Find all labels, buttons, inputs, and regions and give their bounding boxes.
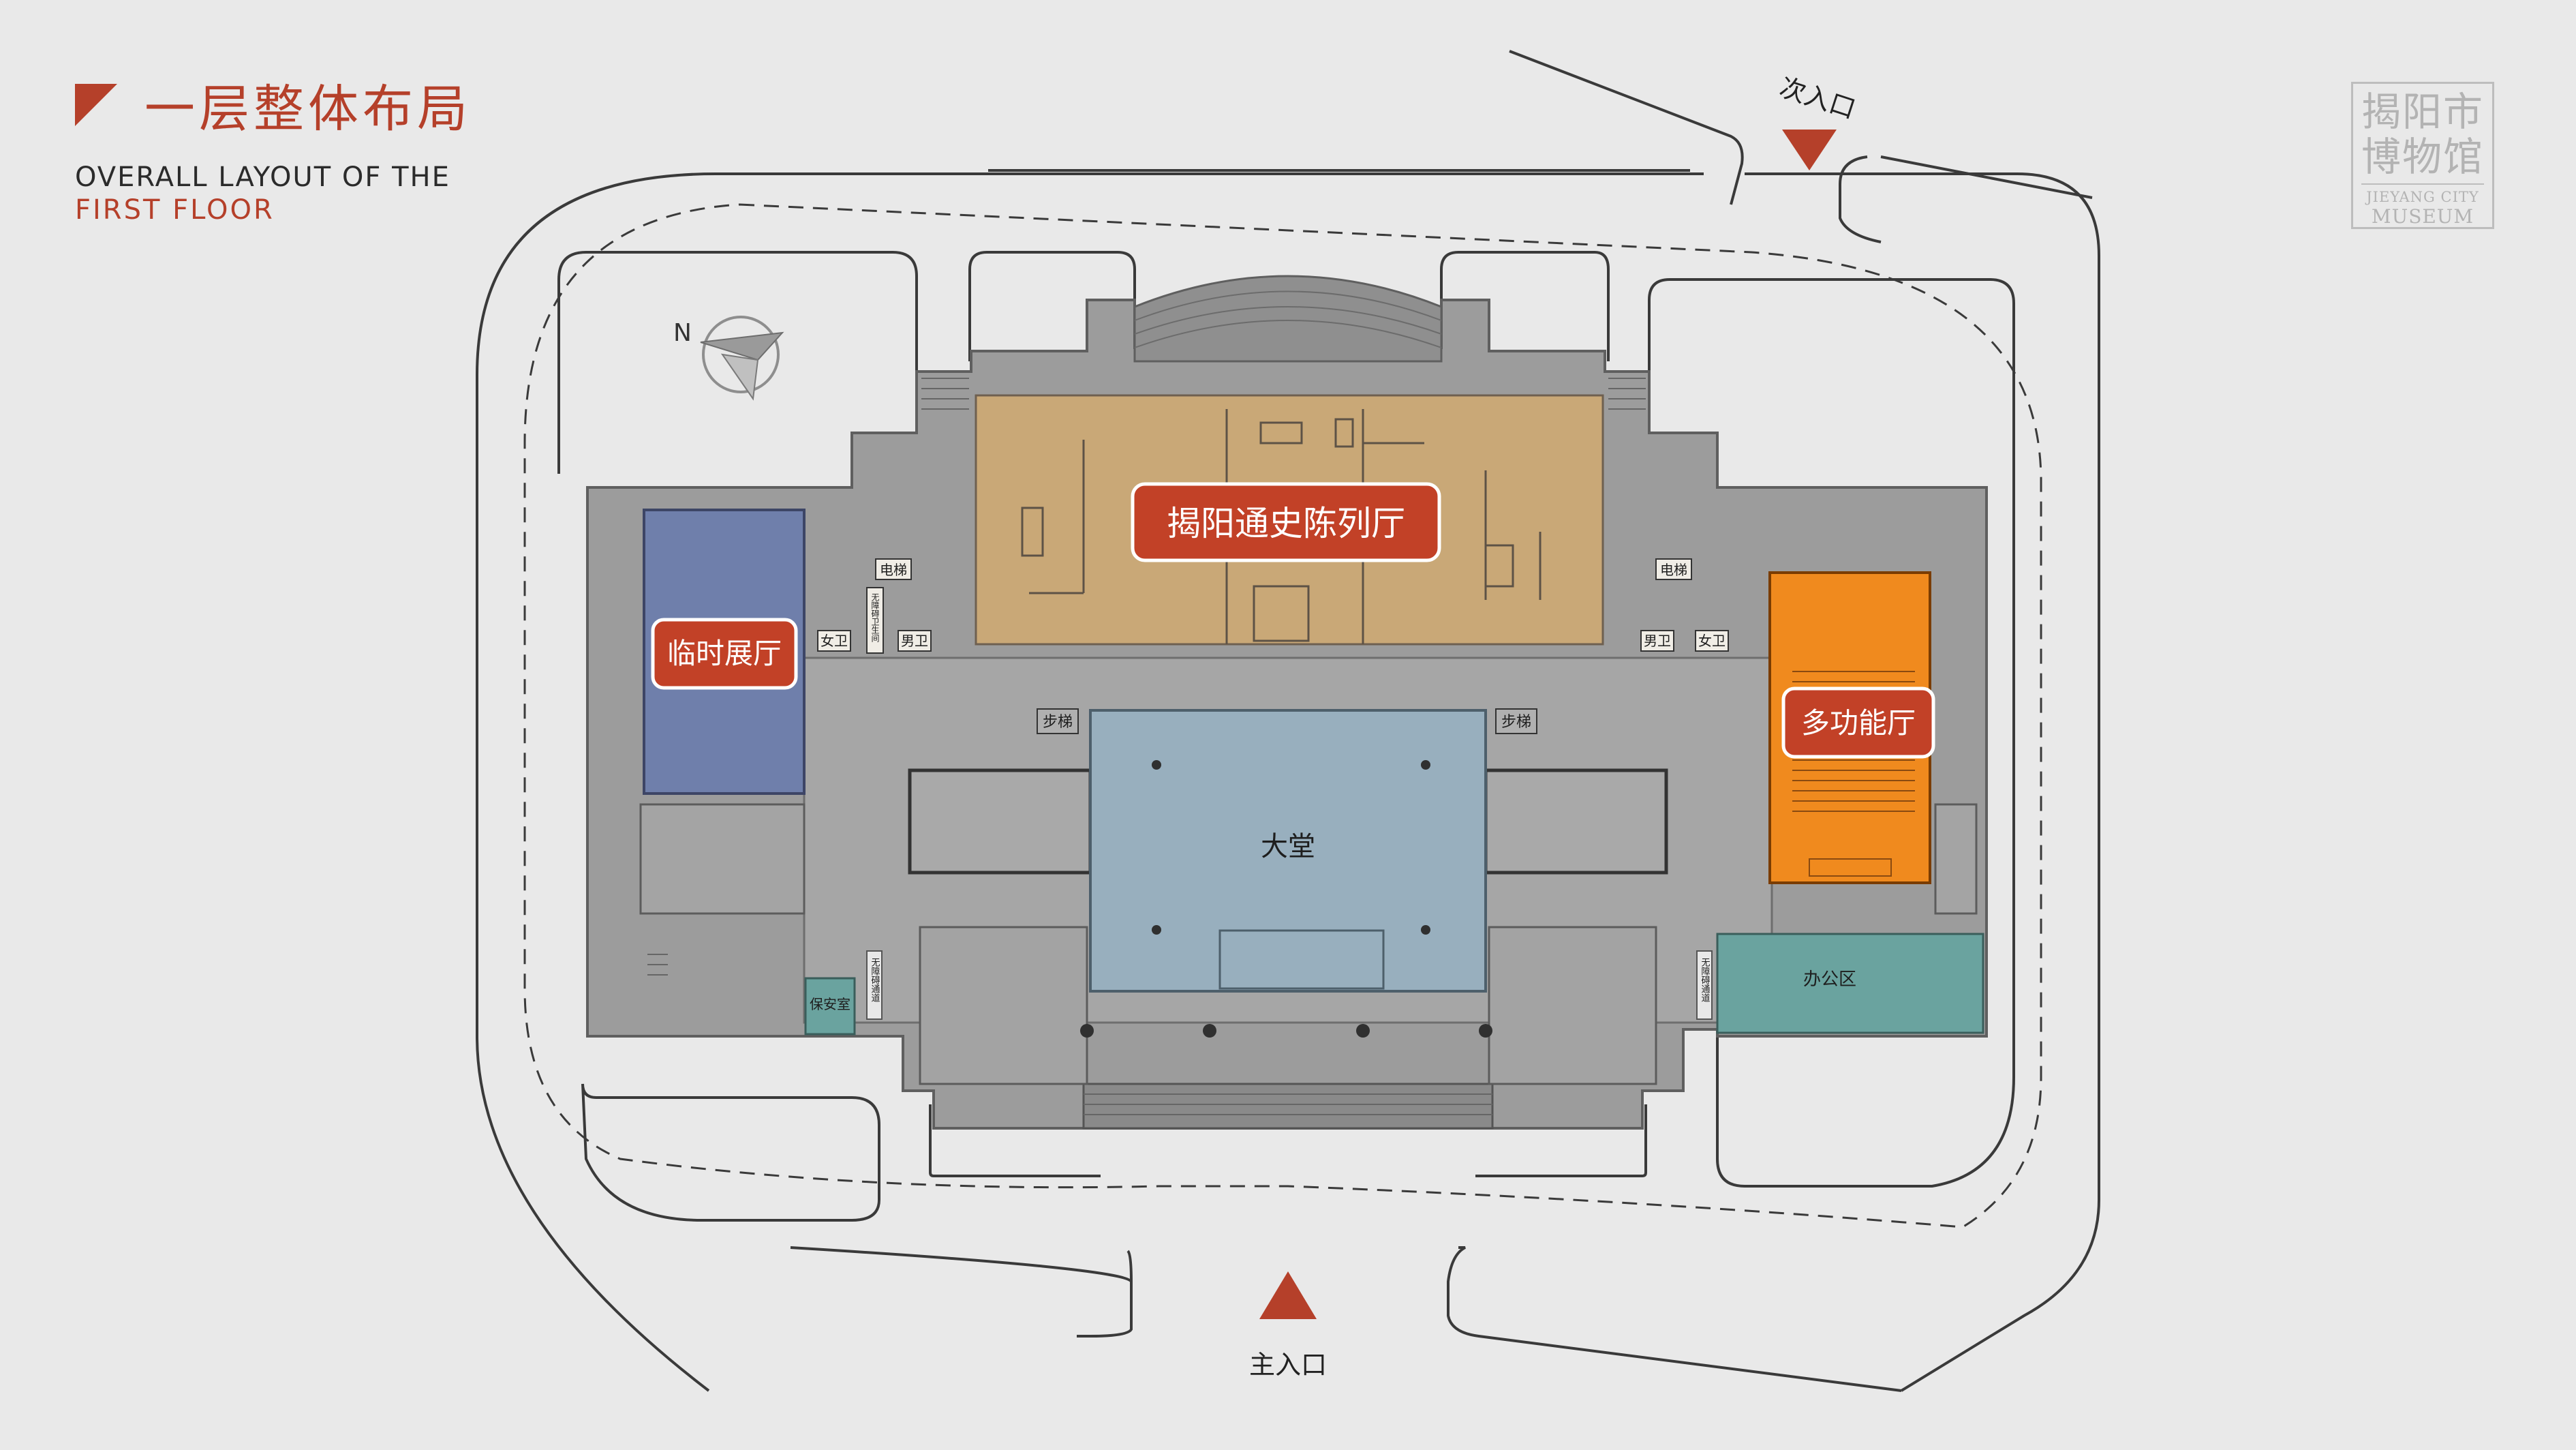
office-area-block bbox=[1716, 933, 1984, 1034]
stairs-right-tag bbox=[1495, 708, 1537, 734]
office-label: 办公区 bbox=[1803, 969, 1856, 990]
left-stair-hatch bbox=[647, 378, 1646, 976]
compass-needle-tail-icon bbox=[720, 353, 759, 401]
accessible-path-left-tag bbox=[866, 950, 883, 1020]
male-wc-left-label: 男卫 bbox=[901, 633, 928, 649]
page-subtitle-line2: FIRST FLOOR bbox=[75, 194, 275, 226]
stairs-right-label: 步梯 bbox=[1501, 714, 1531, 731]
logo-en-line1: JIEYANG CITY bbox=[2366, 189, 2479, 205]
front-arc-steps bbox=[1133, 275, 1443, 363]
site-parcels bbox=[557, 251, 2015, 1392]
security-room: 保安室 bbox=[804, 977, 856, 1036]
lobby-area bbox=[1089, 709, 1487, 993]
accessible-path-left-label: 无障碍通道 bbox=[870, 958, 880, 1002]
title-row: 一层整体布局 bbox=[75, 68, 472, 141]
secondary-entrance: 次入口 bbox=[1776, 72, 1859, 170]
security-room-block bbox=[804, 977, 856, 1036]
parcel-bottom-center-left bbox=[929, 1104, 1101, 1177]
male-wc-left-tag bbox=[898, 630, 932, 652]
accessible-wc-label: 无障碍卫生间 bbox=[870, 593, 880, 642]
security-label: 保安室 bbox=[810, 996, 850, 1012]
compass-ring bbox=[702, 316, 780, 393]
main-entrance-arrow-icon bbox=[1259, 1271, 1317, 1319]
left-inner-room bbox=[908, 768, 1092, 875]
history-hall: 揭阳通史陈列厅 bbox=[975, 394, 1604, 646]
elevator-right-tag bbox=[1655, 558, 1692, 580]
stairs-left-label: 步梯 bbox=[1043, 714, 1073, 731]
elevator-right-label: 电梯 bbox=[1660, 562, 1687, 578]
title-triangle-icon bbox=[75, 83, 117, 126]
lobby: 大堂 bbox=[1080, 709, 1492, 1038]
reception-desk bbox=[1218, 929, 1385, 990]
parcel-top-midright bbox=[1440, 251, 1610, 361]
logo-line1: 揭阳市 bbox=[2361, 89, 2484, 135]
logo-divider bbox=[2361, 183, 2484, 185]
female-wc-left-label: 女卫 bbox=[821, 633, 848, 649]
right-wing-lower-room bbox=[1934, 803, 1978, 915]
female-wc-right-label: 女卫 bbox=[1698, 633, 1726, 649]
main-entrance: 主入口 bbox=[1249, 1271, 1327, 1380]
road-bottom-right-curb bbox=[1447, 1246, 1902, 1392]
history-hall-label: 揭阳通史陈列厅 bbox=[1167, 504, 1405, 543]
compass-needle-icon bbox=[700, 331, 784, 361]
temp-hall-label: 临时展厅 bbox=[667, 637, 782, 670]
road-dashed-centerline bbox=[523, 203, 2042, 1228]
north-compass: N bbox=[673, 316, 784, 401]
temp-hall: 临时展厅 bbox=[643, 509, 806, 795]
facility-labels: 电梯 电梯 女卫 男卫 无障碍卫生间 男卫 女卫 步梯 步梯 无障碍通道 无障碍… bbox=[817, 558, 1729, 1020]
logo-en-line2: MUSEUM bbox=[2371, 205, 2474, 228]
elevator-left-label: 电梯 bbox=[880, 562, 907, 578]
right-lower-block bbox=[1488, 926, 1657, 1085]
secondary-entrance-road-left bbox=[1509, 50, 1744, 205]
main-entrance-label: 主入口 bbox=[1249, 1350, 1327, 1380]
multi-hall-label-bg bbox=[1781, 686, 1935, 759]
multi-hall-label: 多功能厅 bbox=[1801, 706, 1916, 740]
page-subtitle-line1: OVERALL LAYOUT OF THE bbox=[75, 162, 450, 193]
road-bottom-left-curb bbox=[1126, 1250, 1133, 1282]
temp-hall-label-bg bbox=[651, 618, 798, 690]
parcel-top-left bbox=[557, 251, 918, 487]
accessible-path-right-tag bbox=[1696, 950, 1713, 1020]
female-wc-left-tag bbox=[817, 630, 851, 652]
office-area: 办公区 bbox=[1716, 933, 1984, 1034]
compass-label: N bbox=[673, 319, 692, 347]
male-wc-right-tag bbox=[1640, 630, 1674, 652]
page-title: 一层整体布局 bbox=[144, 80, 472, 138]
museum-logo: 揭阳市 博物馆 JIEYANG CITY MUSEUM bbox=[2351, 82, 2494, 229]
secondary-entrance-road-right bbox=[1839, 155, 1882, 243]
male-wc-right-label: 男卫 bbox=[1644, 633, 1671, 649]
site-roads bbox=[476, 50, 2100, 1392]
stairs-left-tag bbox=[1037, 708, 1079, 734]
multi-hall: 多功能厅 bbox=[1768, 571, 1935, 884]
secondary-entrance-road-right-outer bbox=[1880, 155, 2093, 199]
lobby-columns bbox=[1080, 760, 1492, 1038]
parcel-bottom-center-right bbox=[1475, 1104, 1647, 1177]
title-block: 一层整体布局 OVERALL LAYOUT OF THE FIRST FLOOR bbox=[75, 68, 472, 226]
history-hall-label-bg bbox=[1131, 482, 1441, 562]
front-steps bbox=[1082, 1083, 1494, 1130]
front-step-lines bbox=[1084, 1093, 1492, 1115]
lobby-label: 大堂 bbox=[1261, 831, 1315, 862]
parcel-bottom-left bbox=[581, 1083, 880, 1222]
road-bottom-left bbox=[790, 1246, 1133, 1338]
left-lower-block bbox=[919, 926, 1088, 1085]
road-edge-outer-left bbox=[476, 172, 1704, 1392]
front-arc-lines bbox=[1134, 290, 1442, 348]
secondary-entrance-label: 次入口 bbox=[1776, 72, 1859, 125]
secondary-entrance-arrow-icon bbox=[1782, 130, 1837, 170]
road-edge-outer bbox=[1745, 172, 2100, 1392]
parcel-top-mid bbox=[968, 251, 1136, 361]
logo-line2: 博物馆 bbox=[2361, 134, 2484, 180]
parcel-top-right bbox=[1648, 278, 2015, 1188]
left-wing-lower-room bbox=[639, 803, 806, 915]
elevator-left-tag bbox=[875, 558, 912, 580]
accessible-wc-tag bbox=[866, 587, 884, 654]
female-wc-right-tag bbox=[1695, 630, 1729, 652]
accessible-path-right-label: 无障碍通道 bbox=[1700, 958, 1711, 1002]
right-inner-room bbox=[1484, 768, 1668, 875]
